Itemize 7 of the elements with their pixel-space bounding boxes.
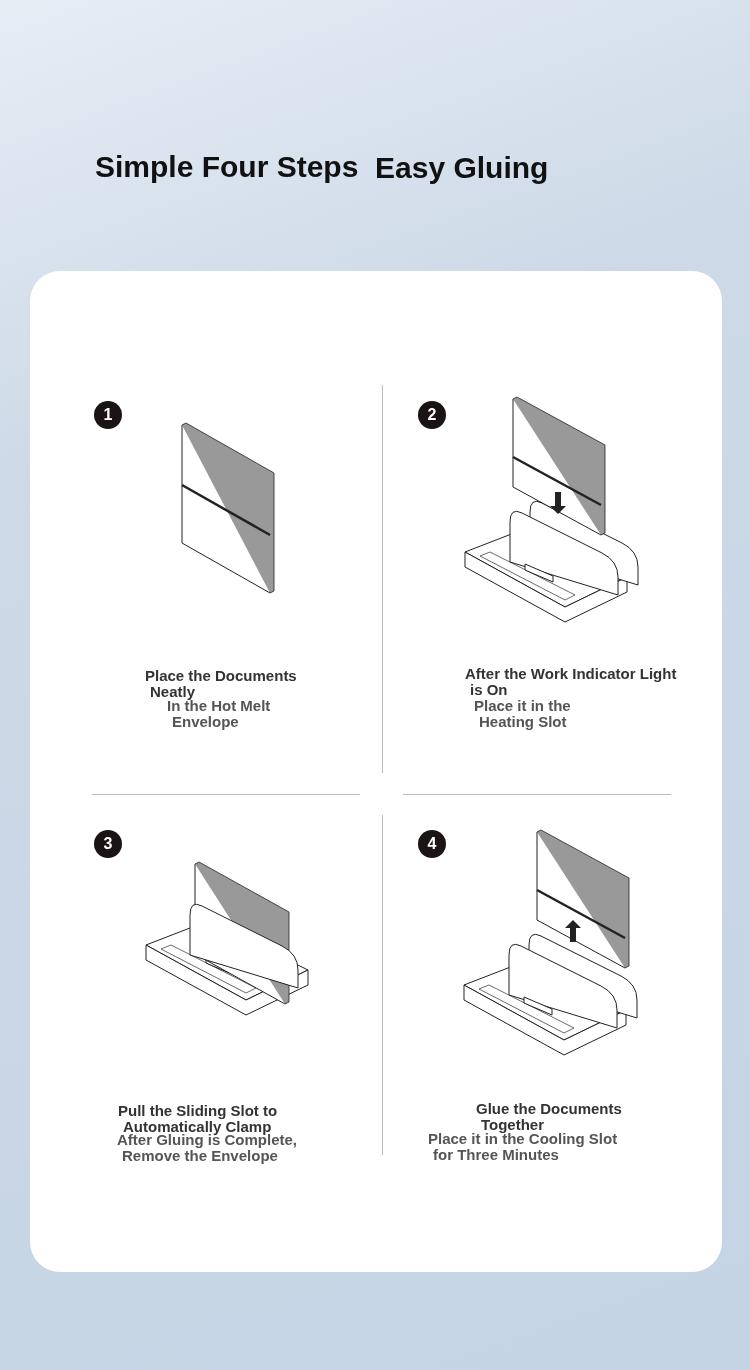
instruction-text: Place it in the Heating Slot [474, 698, 572, 730]
instruction-text: Glue the Documents Together [476, 1101, 623, 1133]
instruction-text: After the Work Indicator Light is On [465, 666, 678, 698]
instruction-text: Place the Documents Neatly [145, 668, 298, 700]
title-text: Easy Gluing [375, 150, 549, 186]
page-title: Simple Four Steps [95, 150, 359, 184]
instruction-text: Pull the Sliding Slot to Automatically Clamp [118, 1103, 278, 1135]
